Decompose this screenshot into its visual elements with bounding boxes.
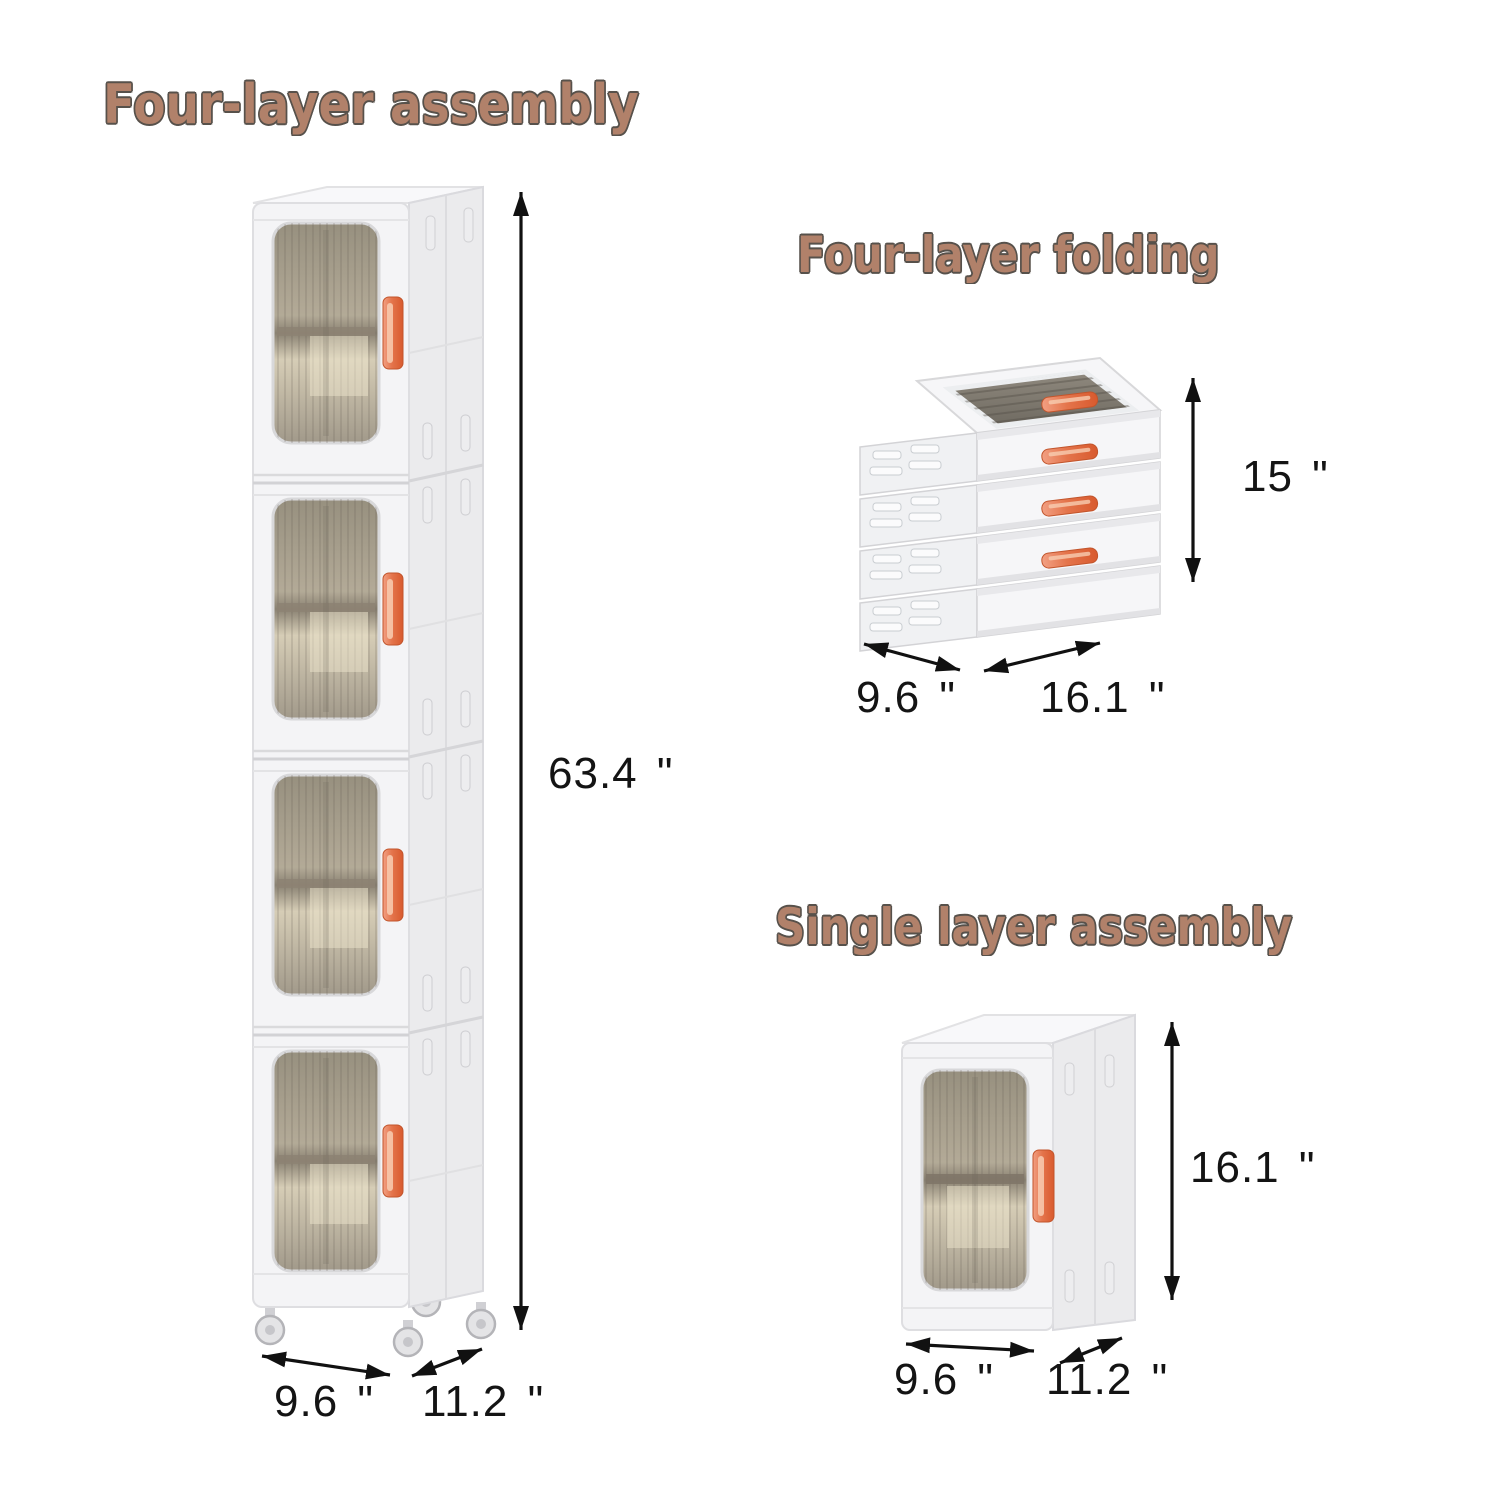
single-width-arrow [905, 1337, 1035, 1358]
four-layer-height-label: 63.4 " [548, 749, 674, 798]
four-layer-width-label: 9.6 " [274, 1377, 375, 1426]
folding-depth-label: 16.1 " [1040, 673, 1166, 722]
four-layer-folded-stack-illustration [859, 356, 1163, 652]
folding-height-label: 15 " [1242, 452, 1329, 501]
single-width-label: 9.6 " [894, 1355, 995, 1404]
four-layer-assembly-title: Four-layer assembly [103, 73, 639, 136]
four-layer-depth-label: 11.2 " [422, 1377, 545, 1426]
four-layer-cabinet-illustration [251, 185, 497, 1358]
single-height-label: 16.1 " [1190, 1143, 1316, 1192]
single-layer-cabinet-illustration [901, 1013, 1136, 1332]
single-layer-assembly-title: Single layer assembly [775, 898, 1293, 956]
folding-width-label: 9.6 " [856, 673, 957, 722]
single-depth-label: 11.2 " [1046, 1355, 1169, 1404]
four-layer-folding-title: Four-layer folding [797, 226, 1220, 284]
